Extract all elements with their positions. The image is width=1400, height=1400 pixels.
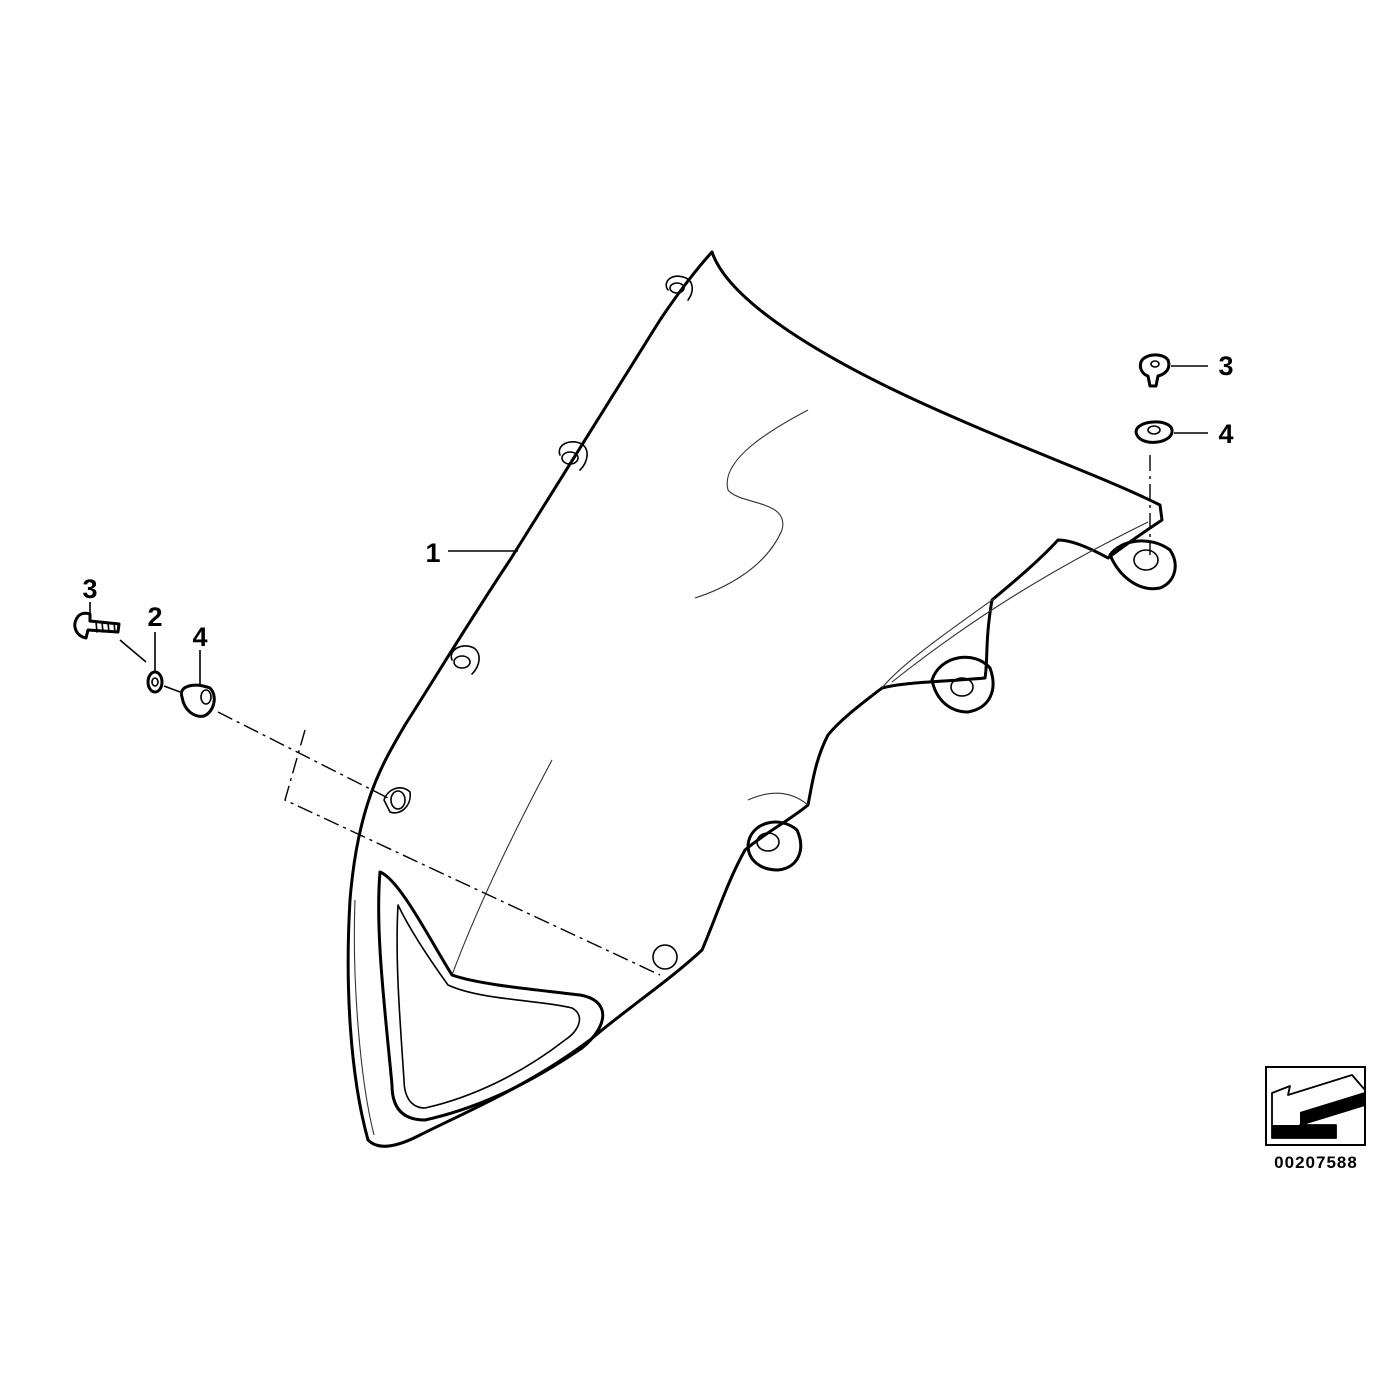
callout-3-left: 3: [82, 574, 97, 604]
part-3-screw-left[interactable]: [73, 611, 121, 640]
part-4-grommet-left[interactable]: [179, 683, 216, 718]
part-3-screw-right[interactable]: [1138, 353, 1171, 388]
part-1-fairing-cover[interactable]: [346, 250, 1177, 1148]
callout-2: 2: [147, 602, 162, 632]
document-number: 00207588: [1274, 1153, 1358, 1172]
assembly-axis-line: [217, 711, 393, 801]
part-2-washer-left[interactable]: [146, 670, 164, 694]
leader-line: [163, 685, 181, 693]
callout-3-right: 3: [1218, 351, 1233, 381]
leader-line: [119, 639, 147, 663]
direction-arrow-icon: [1265, 1066, 1366, 1146]
part-4-grommet-right[interactable]: [1134, 420, 1174, 444]
assembly-axis-line: [284, 729, 661, 976]
callout-4-right: 4: [1218, 419, 1233, 449]
callout-4-left: 4: [192, 622, 207, 652]
callout-1: 1: [425, 538, 440, 568]
